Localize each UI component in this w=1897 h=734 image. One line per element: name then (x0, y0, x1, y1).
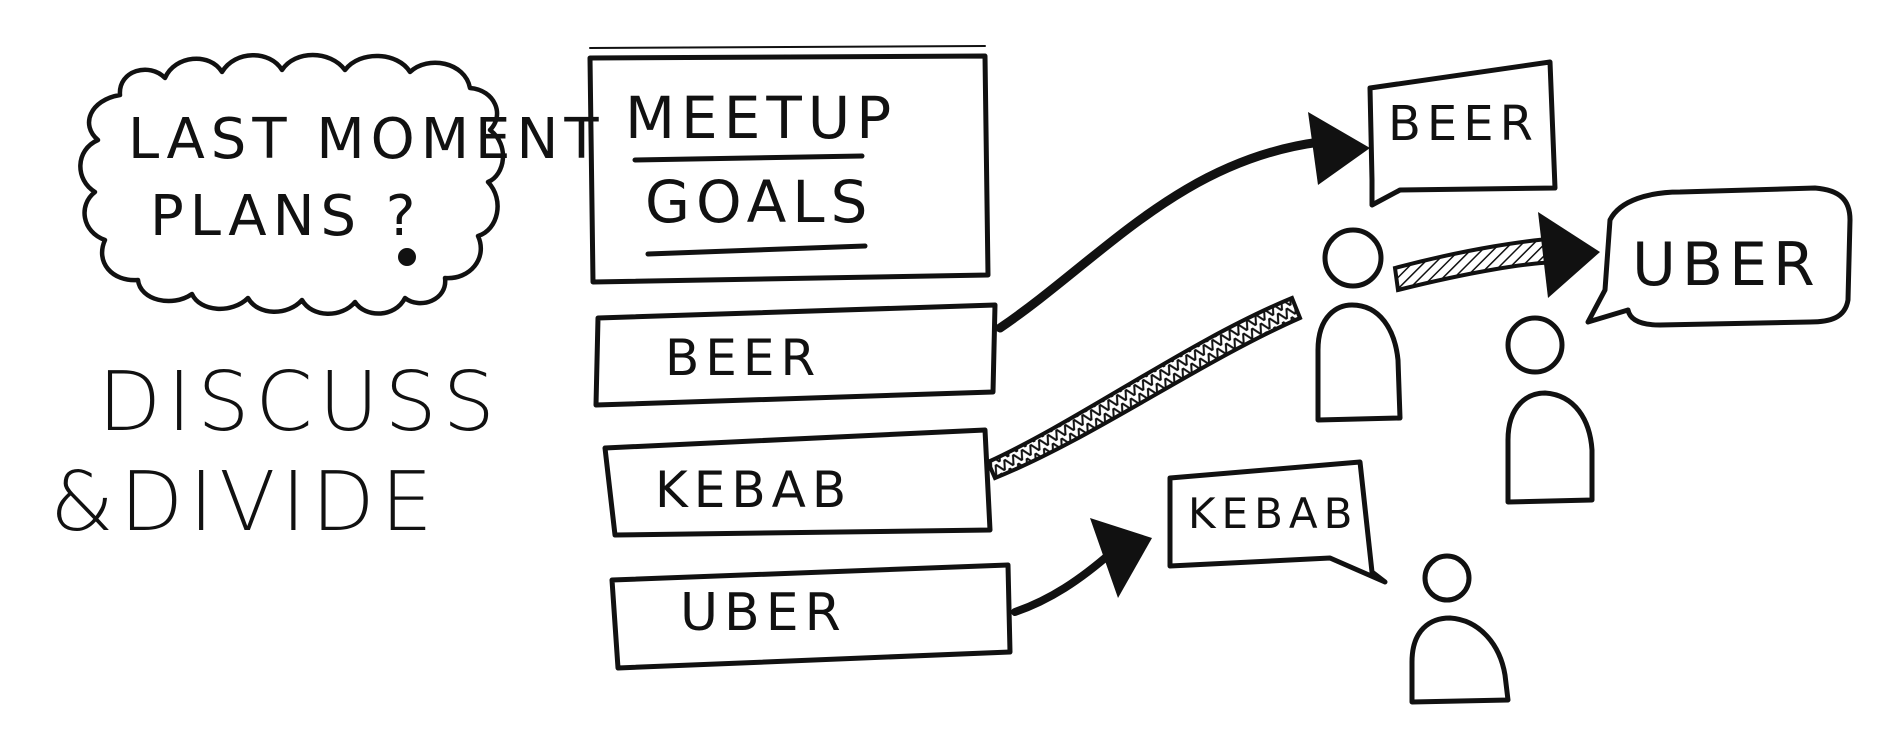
caption: DISCUSS &DIVIDE (50, 355, 501, 550)
goal-item-uber: UBER (609, 562, 1013, 671)
person-2 (1505, 315, 1595, 505)
arrow-beer-shaft (995, 137, 1325, 333)
thought-cloud: LAST MOMENT PLANS ? (78, 52, 605, 316)
speech-bubble-uber-outline (1585, 185, 1853, 328)
goal-item-beer-label: BEER (665, 329, 821, 387)
arrow-uber-shaft (1392, 235, 1565, 293)
cloud-text-line2: PLANS ? (150, 184, 422, 249)
person-1 (1315, 227, 1403, 423)
speech-bubble-kebab: KEBAB (1167, 459, 1388, 585)
goal-item-beer: BEER (593, 302, 998, 408)
speech-bubble-uber: UBER (1585, 185, 1853, 328)
speech-bubble-kebab-outline (1167, 459, 1388, 585)
title-underline-2 (645, 243, 868, 257)
arrow-beer-head (1308, 112, 1370, 185)
person-1-head (1322, 227, 1384, 289)
speech-bubble-beer-text: BEER (1388, 96, 1539, 152)
arrow-beer (995, 112, 1370, 333)
caption-line2: &DIVIDE (50, 455, 439, 550)
person-3-head (1422, 553, 1472, 603)
cloud-dot (398, 248, 416, 266)
arrow-uber (1392, 212, 1600, 298)
speech-bubble-uber-text: UBER (1632, 230, 1821, 300)
arrow-to-kebab-shaft (1011, 548, 1116, 616)
person-2-head (1505, 315, 1565, 375)
cloud-text-line1: LAST MOMENT (128, 107, 605, 172)
speech-bubble-beer-outline (1367, 59, 1558, 208)
board-title-line2: GOALS (645, 168, 873, 236)
arrow-kebab-band (985, 295, 1303, 481)
arrow-kebab (985, 295, 1303, 481)
person-3-body (1409, 615, 1511, 705)
goal-item-uber-label: UBER (680, 583, 847, 643)
speech-bubble-beer: BEER (1367, 59, 1558, 208)
goal-item-kebab-label: KEBAB (655, 461, 852, 519)
speech-bubble-kebab-text: KEBAB (1188, 489, 1358, 538)
arrow-uber-head (1538, 212, 1600, 298)
person-2-body (1505, 390, 1595, 505)
meetup-goals-board: MEETUP GOALS (587, 45, 991, 285)
cloud-outline (78, 52, 506, 316)
title-underline-1 (632, 153, 865, 163)
goal-item-kebab: KEBAB (602, 427, 993, 538)
person-1-body (1315, 302, 1403, 423)
board-frame (587, 53, 991, 285)
arrow-to-kebab (1011, 518, 1152, 616)
arrow-to-kebab-head (1090, 518, 1152, 598)
board-title-line1: MEETUP (625, 84, 897, 152)
caption-line1: DISCUSS (98, 355, 501, 450)
person-3 (1409, 553, 1511, 705)
